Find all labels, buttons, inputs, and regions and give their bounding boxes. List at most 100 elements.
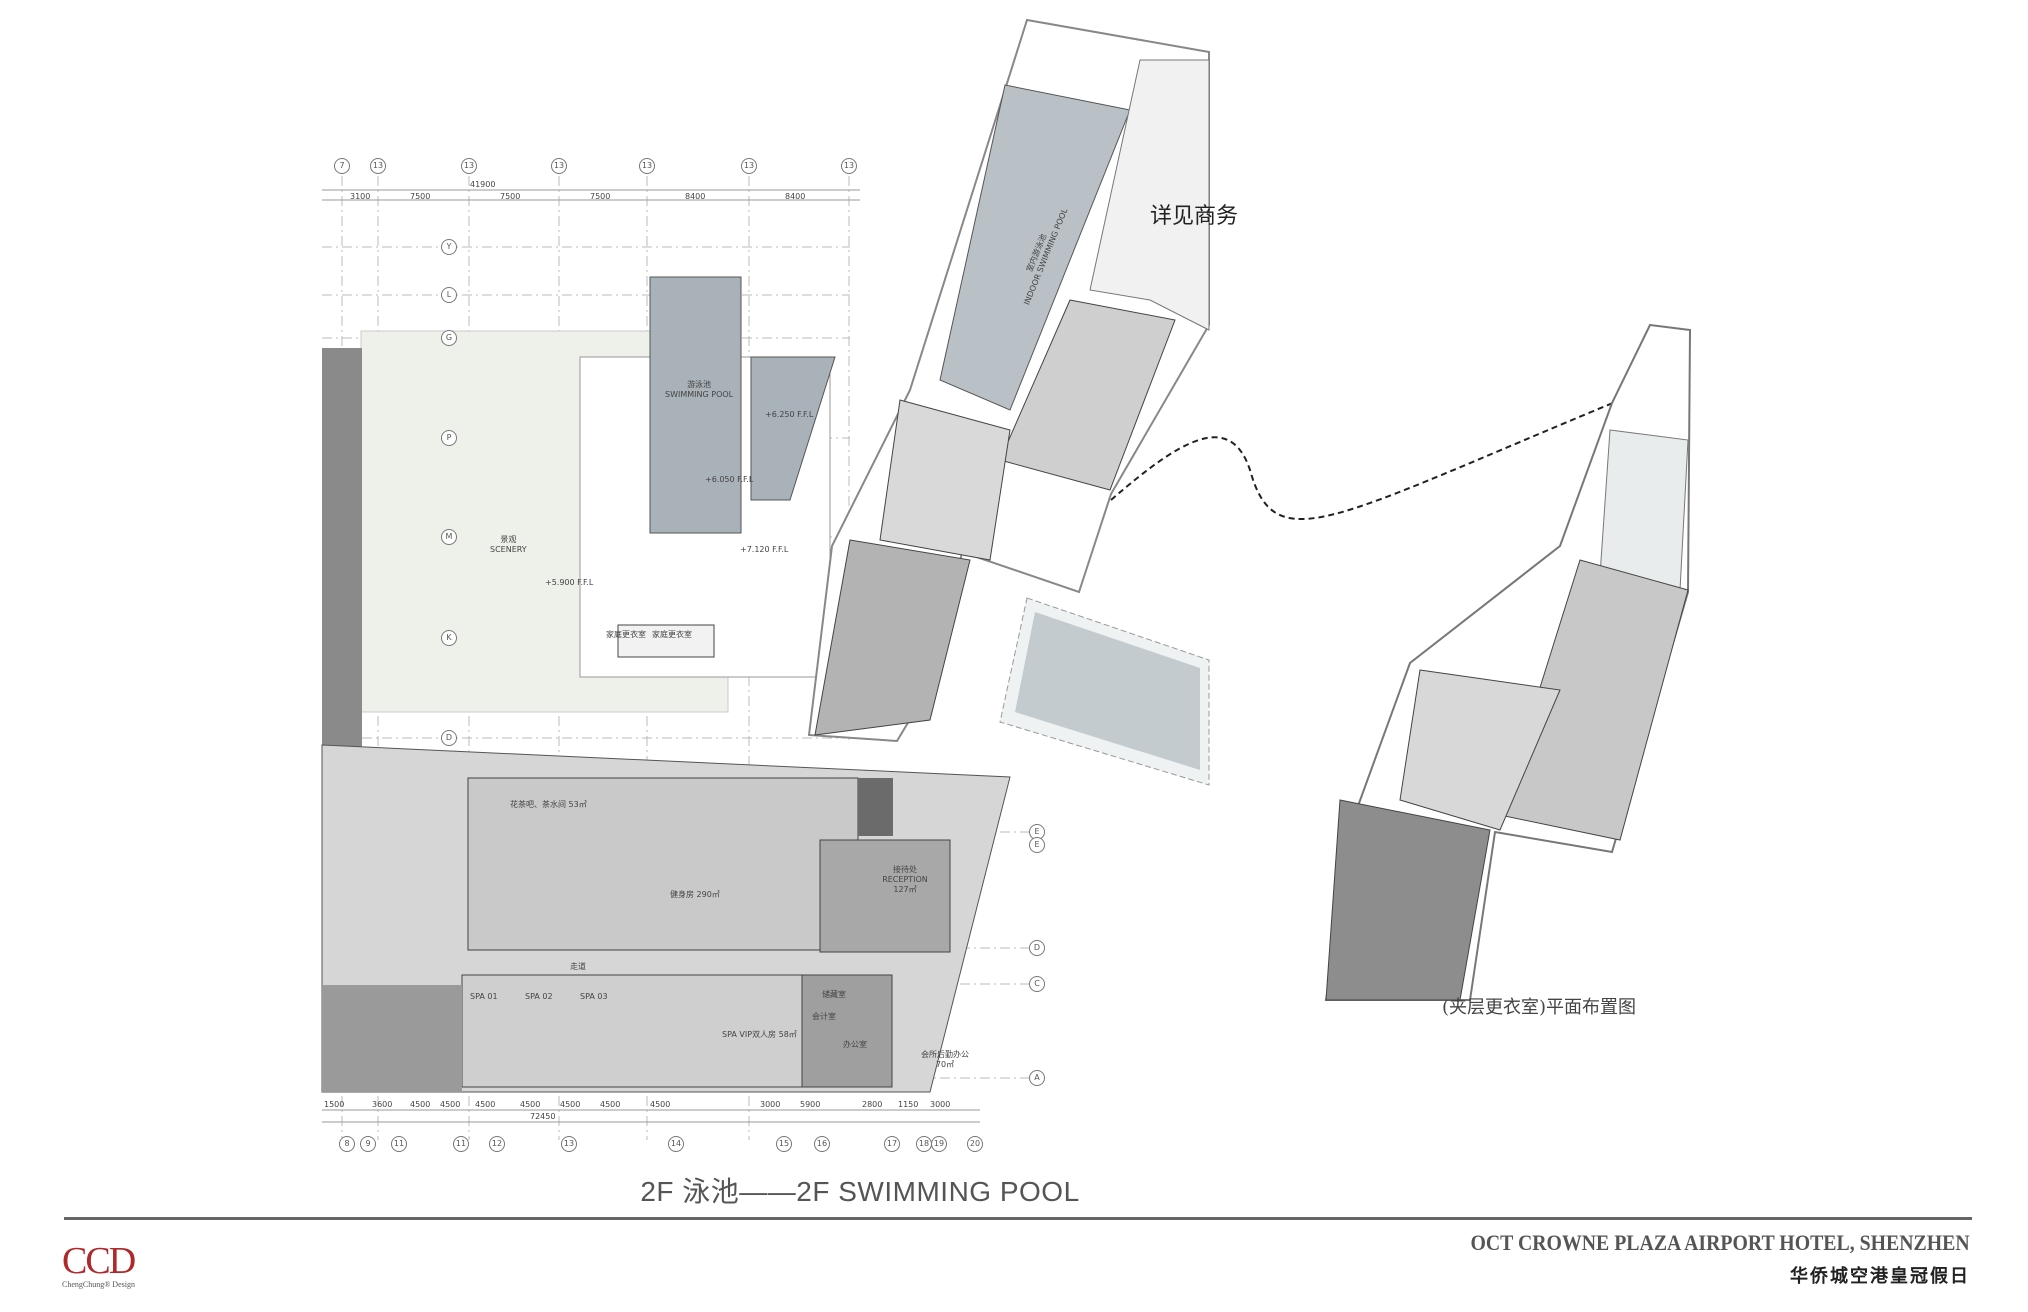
drawing-title: 2F 泳池——2F SWIMMING POOL (640, 1176, 1080, 1207)
detail-note: 详见商务 (1150, 204, 1239, 229)
level-2: +6.050 F.F.L (705, 475, 754, 484)
gym (467, 777, 859, 951)
family-change-1: 家庭更衣室 (606, 630, 646, 639)
level-1: +6.250 F.F.L (765, 410, 814, 419)
grid-bubble: 13 (561, 1136, 577, 1152)
grid-bubble: 13 (741, 158, 757, 174)
grid-bubble: 8 (339, 1136, 355, 1152)
grid-bubble: 13 (841, 158, 857, 174)
dimension-value: 4500 (475, 1100, 496, 1109)
grid-bubble: 16 (814, 1136, 830, 1152)
stair-dark (858, 778, 893, 836)
grid-bubble: 14 (668, 1136, 684, 1152)
spa3-label: SPA 03 (580, 992, 608, 1001)
grid-bubble: 19 (931, 1136, 947, 1152)
family-change-2: 家庭更衣室 (652, 630, 692, 639)
hotel-name-cn: 华侨城空港皇冠假日 (1790, 1266, 1970, 1287)
grid-bubble: 7 (334, 158, 350, 174)
grid-bubble: 13 (639, 158, 655, 174)
grid-bubble: D (1029, 940, 1045, 956)
reception-label: 接待处 RECEPTION 127㎡ (882, 865, 928, 894)
grid-bubble: 15 (776, 1136, 792, 1152)
corridor-label: 走道 (570, 962, 586, 971)
grid-bubble: D (441, 730, 457, 746)
grid-bubble: 11 (391, 1136, 407, 1152)
tea-bar-label: 花茶吧、茶水间 53㎡ (510, 800, 587, 809)
grid-bubble: E (1029, 837, 1045, 853)
dimension-value: 8400 (685, 192, 706, 201)
connector-curve (1110, 399, 1621, 521)
dimension-value: 7500 (500, 192, 521, 201)
footer-divider (64, 1217, 1972, 1220)
swimming-pool (649, 276, 742, 534)
dimension-value: 4500 (650, 1100, 671, 1109)
dimension-value: 8400 (785, 192, 806, 201)
lower-wing-rooms (879, 399, 1011, 561)
accounting-label: 会计室 (812, 1012, 836, 1021)
grid-bubble: A (1029, 1070, 1045, 1086)
gym-label: 健身房 290㎡ (670, 890, 720, 899)
grid-bubble: 17 (884, 1136, 900, 1152)
dimension-value: 1500 (324, 1100, 345, 1109)
spa2-label: SPA 02 (525, 992, 553, 1001)
logo-subtext: ChengChung® Design (62, 1280, 135, 1289)
secondary-pool (750, 356, 836, 501)
left-lower-dark (322, 985, 462, 1092)
dimension-value: 5900 (800, 1100, 821, 1109)
changing-area (999, 299, 1176, 491)
pool-label-cn: 游泳池 (687, 380, 712, 389)
reception (819, 839, 951, 953)
dimension-value: 4500 (600, 1100, 621, 1109)
office-block (801, 974, 893, 1088)
grid-bubble: 18 (916, 1136, 932, 1152)
logo-text: CCD (62, 1240, 136, 1282)
dimension-value: 7500 (590, 192, 611, 201)
dimension-value: 3100 (350, 192, 371, 201)
mezzanine-plan (1324, 323, 1692, 1001)
grid-bubble: 13 (551, 158, 567, 174)
grid-bubble: K (441, 630, 457, 646)
grid-bubble: 13 (461, 158, 477, 174)
grid-bubble: 20 (967, 1136, 983, 1152)
office-label: 办公室 (843, 1040, 867, 1049)
grid-bubble: 13 (370, 158, 386, 174)
grid-bubble: P (441, 430, 457, 446)
grid-bubble: L (441, 287, 457, 303)
dimension-value: 4500 (440, 1100, 461, 1109)
grid-bubble: C (1029, 976, 1045, 992)
dim-bottom-total: 72450 (530, 1112, 556, 1121)
level-3: +5.900 F.F.L (545, 578, 594, 587)
dimension-lines (322, 189, 980, 1123)
ccd-logo: CCD ChengChung® Design (62, 1240, 136, 1289)
grid-bubble: 9 (360, 1136, 376, 1152)
club-office-label: 会所后勤办公 70㎡ (921, 1050, 969, 1069)
dimension-value: 3000 (930, 1100, 951, 1109)
hatched-zone (1089, 59, 1210, 331)
dimension-value: 3000 (760, 1100, 781, 1109)
grid-bubble: M (441, 529, 457, 545)
dimension-value: 3600 (372, 1100, 393, 1109)
dimension-value: 4500 (410, 1100, 431, 1109)
hotel-name-en: OCT CROWNE PLAZA AIRPORT HOTEL, SHENZHEN (1470, 1230, 1970, 1255)
grid-bubble: Y (441, 239, 457, 255)
pool-label-en: SWIMMING POOL (665, 390, 734, 399)
grid-bubble: 12 (489, 1136, 505, 1152)
stair-wing (814, 539, 971, 736)
dimension-value: 4500 (560, 1100, 581, 1109)
dimension-value: 1150 (898, 1100, 919, 1109)
mezzanine-caption: (夹层更衣室)平面布置图 (1442, 997, 1637, 1018)
spa-vip-label: SPA VIP双人房 58㎡ (722, 1030, 797, 1039)
grid-bubble: 11 (453, 1136, 469, 1152)
level-4: +7.120 F.F.L (740, 545, 789, 554)
scenery-label-cn: 景观 (500, 535, 517, 544)
dimension-value: 7500 (410, 192, 431, 201)
dim-top-total: 41900 (470, 180, 496, 189)
dimension-value: 2800 (862, 1100, 883, 1109)
grid-bubble: G (441, 330, 457, 346)
dimension-value: 4500 (520, 1100, 541, 1109)
family-change-rooms (617, 624, 715, 658)
outdoor-pool-water (1015, 612, 1200, 770)
